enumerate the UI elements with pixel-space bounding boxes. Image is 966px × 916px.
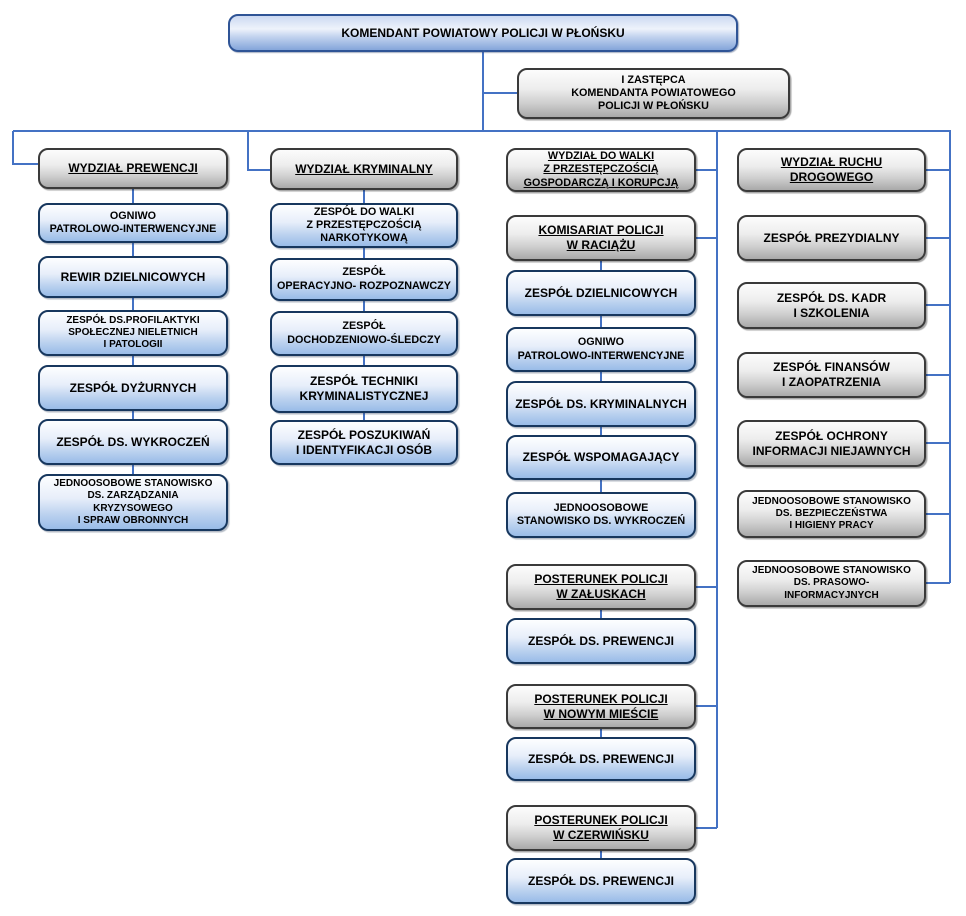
node-label: JEDNOOSOBOWE STANOWISKO DS. BEZPIECZEŃST… (752, 495, 911, 532)
node-label: ZESPÓŁ DYŻURNYCH (69, 380, 197, 395)
node-label: ZESPÓŁ DZIELNICOWYCH (524, 285, 678, 300)
node-wydzial-kryminalny: WYDZIAŁ KRYMINALNY (270, 148, 458, 190)
node-zespol-wspomagajacy: ZESPÓŁ WSPOMAGAJĄCY (506, 435, 696, 480)
node-label: JEDNOOSOBOWE STANOWISKO DS. PRASOWO- INF… (752, 565, 911, 601)
node-zespol-prewencji-zaluski: ZESPÓŁ DS. PREWENCJI (506, 618, 696, 664)
node-label: REWIR DZIELNICOWYCH (60, 269, 206, 284)
node-label: ZESPÓŁ POSZUKIWAŃ I IDENTYFIKACJI OSÓB (295, 427, 432, 457)
node-label: OGNIWO PATROLOWO-INTERWENCYJNE (517, 336, 685, 362)
node-ogniwo-patrolowo-interwencyjne-raciaz: OGNIWO PATROLOWO-INTERWENCYJNE (506, 327, 696, 372)
node-zespol-profilaktyki-spolecznej: ZESPÓŁ DS.PROFILAKTYKI SPOŁECZNEJ NIELET… (38, 310, 228, 356)
node-label: OGNIWO PATROLOWO-INTERWENCYJNE (49, 209, 217, 235)
node-zespol-prewencji-nowe-miasto: ZESPÓŁ DS. PREWENCJI (506, 737, 696, 781)
node-label: JEDNOOSOBOWE STANOWISKO DS. WYKROCZEŃ (516, 501, 686, 527)
node-zespol-dyzurnych: ZESPÓŁ DYŻURNYCH (38, 365, 228, 411)
node-posterunek-zaluski: POSTERUNEK POLICJI W ZAŁUSKACH (506, 564, 696, 610)
node-label: ZESPÓŁ WSPOMAGAJĄCY (522, 450, 680, 465)
node-komendant-powiatowy: KOMENDANT POWIATOWY POLICJI W PŁOŃSKU (228, 14, 738, 52)
node-zespol-kadr-szkolenia: ZESPÓŁ DS. KADR I SZKOLENIA (737, 282, 926, 329)
node-label: ZESPÓŁ PREZYDIALNY (763, 230, 900, 245)
node-zespol-dzielnicowych: ZESPÓŁ DZIELNICOWYCH (506, 270, 696, 316)
node-ogniwo-patrolowo-interwencyjne: OGNIWO PATROLOWO-INTERWENCYJNE (38, 203, 228, 243)
node-label: ZESPÓŁ DS. PREWENCJI (527, 633, 675, 648)
node-wydzial-ruchu-drogowego: WYDZIAŁ RUCHU DROGOWEGO (737, 148, 926, 192)
node-stanowisko-prasowo-informacyjne: JEDNOOSOBOWE STANOWISKO DS. PRASOWO- INF… (737, 560, 926, 607)
node-label: ZESPÓŁ TECHNIKI KRYMINALISTYCZNEJ (299, 374, 429, 403)
node-komisariat-raciaz-label: KOMISARIAT POLICJI W RACIĄŻU (538, 223, 664, 252)
node-label: ZESPÓŁ DS.PROFILAKTYKI SPOŁECZNEJ NIELET… (66, 314, 200, 351)
node-wydzial-przestepczosc-gospodarcza: WYDZIAŁ DO WALKI Z PRZESTĘPCZOŚCIĄ GOSPO… (506, 148, 696, 192)
node-zespol-poszukiwan-identyfikacji: ZESPÓŁ POSZUKIWAŃ I IDENTYFIKACJI OSÓB (270, 420, 458, 465)
node-rewir-dzielnicowych: REWIR DZIELNICOWYCH (38, 256, 228, 298)
node-label: ZESPÓŁ FINANSÓW I ZAOPATRZENIA (773, 360, 890, 389)
node-label: ZESPÓŁ DS. PREWENCJI (527, 751, 675, 766)
node-posterunek-nowe-miasto-label: POSTERUNEK POLICJI W NOWYM MIEŚCIE (534, 691, 668, 721)
node-label: ZESPÓŁ DO WALKI Z PRZESTĘPCZOŚCIĄ NARKOT… (306, 205, 422, 245)
node-zespol-finansow-zaopatrzenia: ZESPÓŁ FINANSÓW I ZAOPATRZENIA (737, 352, 926, 398)
node-i-zastepca-komendanta: I ZASTĘPCA KOMENDANTA POWIATOWEGO POLICJ… (517, 68, 790, 119)
node-wydzial-kryminalny-label: WYDZIAŁ KRYMINALNY (295, 161, 433, 176)
node-wydzial-prewencji: WYDZIAŁ PREWENCJI (38, 148, 228, 189)
node-stanowisko-bhp: JEDNOOSOBOWE STANOWISKO DS. BEZPIECZEŃST… (737, 490, 926, 538)
node-label: ZESPÓŁ DS. WYKROCZEŃ (56, 434, 210, 449)
node-posterunek-nowe-miasto: POSTERUNEK POLICJI W NOWYM MIEŚCIE (506, 684, 696, 729)
node-wydzial-gospodarczy-label: WYDZIAŁ DO WALKI Z PRZESTĘPCZOŚCIĄ GOSPO… (523, 150, 679, 189)
node-label: ZESPÓŁ DS. KADR I SZKOLENIA (776, 290, 887, 320)
node-zespol-wykroczen: ZESPÓŁ DS. WYKROCZEŃ (38, 419, 228, 465)
node-zespol-prezydialny: ZESPÓŁ PREZYDIALNY (737, 215, 926, 261)
node-posterunek-czerwinsk: POSTERUNEK POLICJI W CZERWIŃSKU (506, 805, 696, 851)
node-zespol-kryminalnych: ZESPÓŁ DS. KRYMINALNYCH (506, 381, 696, 427)
node-posterunek-zaluski-label: POSTERUNEK POLICJI W ZAŁUSKACH (534, 572, 668, 601)
node-zespol-ochrony-informacji: ZESPÓŁ OCHRONY INFORMACJI NIEJAWNYCH (737, 420, 926, 467)
node-wydzial-prewencji-label: WYDZIAŁ PREWENCJI (68, 161, 198, 176)
node-stanowisko-zarzadzania-kryzysowego: JEDNOOSOBOWE STANOWISKO DS. ZARZĄDZANIA … (38, 474, 228, 531)
node-zespol-operacyjno-rozpoznawczy: ZESPÓŁ OPERACYJNO- ROZPOZNAWCZY (270, 258, 458, 301)
node-zespol-przestepczosc-narkotykowa: ZESPÓŁ DO WALKI Z PRZESTĘPCZOŚCIĄ NARKOT… (270, 203, 458, 248)
node-wydzial-ruchu-drogowego-label: WYDZIAŁ RUCHU DROGOWEGO (780, 155, 883, 184)
node-stanowisko-wykroczen: JEDNOOSOBOWE STANOWISKO DS. WYKROCZEŃ (506, 492, 696, 538)
node-zespol-techniki-kryminalistycznej: ZESPÓŁ TECHNIKI KRYMINALISTYCZNEJ (270, 365, 458, 413)
node-label: ZESPÓŁ DS. KRYMINALNYCH (515, 396, 687, 411)
node-label: ZESPÓŁ OCHRONY INFORMACJI NIEJAWNYCH (752, 428, 911, 458)
node-komisariat-raciaz: KOMISARIAT POLICJI W RACIĄŻU (506, 215, 696, 261)
node-komendant-powiatowy-label: KOMENDANT POWIATOWY POLICJI W PŁOŃSKU (341, 25, 625, 40)
node-label: ZESPÓŁ DOCHODZENIOWO-ŚLEDCZY (287, 320, 441, 346)
node-i-zastepca-komendanta-label: I ZASTĘPCA KOMENDANTA POWIATOWEGO POLICJ… (571, 73, 736, 113)
node-label: ZESPÓŁ DS. PREWENCJI (527, 873, 675, 888)
node-label: ZESPÓŁ OPERACYJNO- ROZPOZNAWCZY (277, 266, 451, 292)
node-label: JEDNOOSOBOWE STANOWISKO DS. ZARZĄDZANIA … (53, 478, 213, 526)
node-zespol-dochodzeniowo-sledczy: ZESPÓŁ DOCHODZENIOWO-ŚLEDCZY (270, 311, 458, 356)
node-posterunek-czerwinsk-label: POSTERUNEK POLICJI W CZERWIŃSKU (534, 813, 668, 842)
node-zespol-prewencji-czerwinsk: ZESPÓŁ DS. PREWENCJI (506, 858, 696, 904)
